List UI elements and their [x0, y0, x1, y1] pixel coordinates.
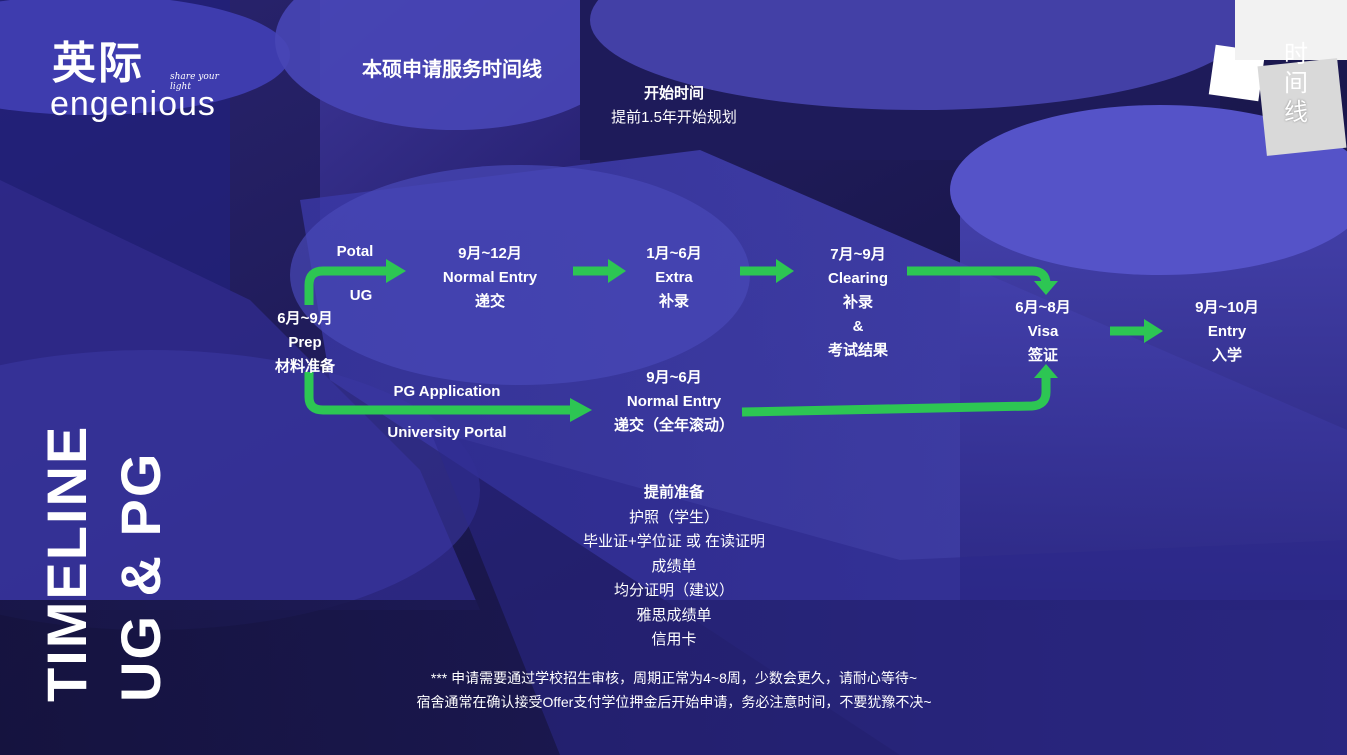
- node-period: 9月~12月: [458, 245, 522, 262]
- node-cn: 签证: [1027, 347, 1059, 364]
- logo-en: engenious: [50, 85, 216, 123]
- node-prep: 6月~9月 Prep 材料准备: [275, 307, 335, 379]
- page-title: 本硕申请服务时间线: [362, 59, 542, 81]
- node-cn: 递交（全年滚动）: [613, 417, 735, 434]
- node-name: Visa: [1027, 323, 1059, 340]
- corner-char: 线: [1284, 99, 1308, 126]
- node-cn: 材料准备: [274, 358, 336, 375]
- advance-prep-title: 提前准备: [643, 484, 705, 501]
- arrow-pg-to-visa: [741, 375, 1051, 417]
- node-period: 9月~6月: [646, 369, 702, 386]
- node-cn2: 考试结果: [827, 342, 889, 359]
- node-cn: 入学: [1211, 347, 1243, 364]
- advance-prep-item: 毕业证+学位证 或 在读证明: [582, 533, 766, 550]
- arrowhead: [608, 259, 626, 283]
- node-amp: &: [852, 318, 864, 335]
- start-title: 开始时间: [643, 85, 705, 102]
- arrowhead: [1144, 319, 1163, 343]
- arrowhead: [570, 398, 592, 422]
- node-name: Normal Entry: [442, 269, 538, 286]
- logo-tagline: share your light: [170, 72, 219, 92]
- brand-logo: 英际 share your light engenious: [50, 40, 240, 130]
- pg-route-label-bottom: University Portal: [387, 424, 507, 441]
- footnotes: *** 申请需要通过学校招生审核，周期正常为4~8周，少数会更久，请耐心等待~ …: [416, 666, 931, 714]
- advance-prep-item: 雅思成绩单: [636, 606, 712, 624]
- node-name: Entry: [1207, 323, 1247, 340]
- advance-prep-item: 均分证明（建议）: [613, 582, 735, 599]
- corner-char: 间: [1284, 70, 1308, 97]
- arrow-prep-to-pg: [304, 372, 570, 415]
- node-cn: 补录: [658, 293, 690, 310]
- footnote-line: *** 申请需要通过学校招生审核，周期正常为4~8周，少数会更久，请耐心等待~: [430, 670, 918, 686]
- node-name: Extra: [655, 269, 693, 286]
- node-ug-clearing: 7月~9月 Clearing 补录 & 考试结果: [828, 243, 888, 363]
- node-cn: 补录: [842, 294, 874, 311]
- arrowhead: [1034, 364, 1058, 378]
- footnote-line: 宿舍通常在确认接受Offer支付学位押金后开始申请，务必注意时间，不要犹豫不决~: [416, 694, 932, 710]
- ug-route-label-bottom: UG: [349, 287, 373, 304]
- arrow-prep-to-ug: [304, 266, 386, 305]
- node-ug-extra: 1月~6月 Extra 补录: [646, 242, 701, 314]
- node-visa: 6月~8月 Visa 签证: [1015, 296, 1070, 368]
- arrowhead: [776, 259, 794, 283]
- corner-char: 时: [1284, 41, 1308, 68]
- node-cn: 递交: [474, 293, 506, 310]
- corner-label: 时 间 线: [1283, 40, 1309, 127]
- node-period: 9月~10月: [1195, 299, 1259, 316]
- pg-route-label-top: PG Application: [393, 383, 501, 400]
- start-text: 提前1.5年开始规划: [611, 109, 737, 126]
- ug-route-label-top: Potal: [336, 243, 374, 260]
- node-period: 1月~6月: [646, 245, 702, 262]
- arrowhead: [1034, 281, 1058, 295]
- advance-prep-item: 护照（学生）: [628, 508, 720, 526]
- node-period: 6月~8月: [1015, 299, 1071, 316]
- node-period: 6月~9月: [277, 310, 333, 327]
- advance-prep-item: 成绩单: [651, 557, 697, 575]
- node-entry: 9月~10月 Entry 入学: [1195, 296, 1259, 368]
- logo-cn: 英际: [52, 39, 144, 88]
- node-pg-normal-entry: 9月~6月 Normal Entry 递交（全年滚动）: [614, 366, 734, 438]
- node-name: Normal Entry: [626, 393, 722, 410]
- node-period: 7月~9月: [830, 246, 886, 263]
- node-name: Clearing: [827, 270, 889, 287]
- arrowhead: [386, 259, 406, 283]
- advance-prep-item: 信用卡: [651, 631, 697, 648]
- advance-prep-list: 提前准备 护照（学生） 毕业证+学位证 或 在读证明 成绩单 均分证明（建议） …: [583, 481, 765, 653]
- node-ug-normal-entry: 9月~12月 Normal Entry 递交: [443, 242, 537, 314]
- arrow-clearing-to-visa: [907, 266, 1051, 285]
- node-name: Prep: [288, 334, 322, 351]
